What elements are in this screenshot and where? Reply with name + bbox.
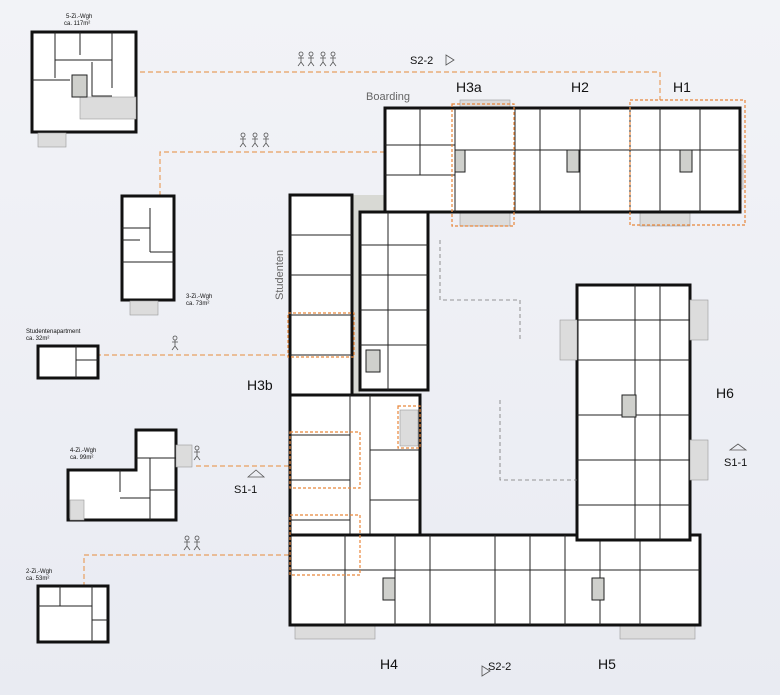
label-h3b: H3b [247, 377, 273, 393]
unit-area-student: ca. 32m² [26, 336, 49, 342]
wing-bottom [288, 514, 702, 640]
label-studenten: Studenten [274, 250, 286, 300]
unit-plan-3zi[interactable] [120, 194, 176, 316]
unit-type-5zi: 5-Zi.-Wgh [66, 14, 92, 20]
unit-plan-2zi[interactable] [36, 584, 110, 644]
section-s2-2-top: S2-2 [410, 55, 433, 67]
unit-plan-5zi[interactable] [30, 30, 138, 148]
label-h1: H1 [673, 79, 691, 95]
unit-area-5zi: ca. 117m² [64, 21, 90, 27]
section-s2-2-bottom: S2-2 [488, 661, 511, 673]
label-boarding: Boarding [366, 91, 410, 103]
unit-type-2zi: 2-Zi.-Wgh [26, 569, 52, 575]
label-h2: H2 [571, 79, 589, 95]
unit-connector-lines [83, 71, 661, 587]
label-h4: H4 [380, 656, 398, 672]
unit-area-3zi: ca. 73m² [186, 301, 209, 307]
section-s1-1-left: S1-1 [234, 484, 257, 496]
person-icons [171, 51, 337, 551]
unit-plan-4zi[interactable] [66, 428, 193, 522]
section-lines [246, 54, 748, 677]
label-h6: H6 [716, 385, 734, 401]
wing-right [559, 283, 709, 542]
section-s1-1-right: S1-1 [724, 457, 747, 469]
unit-area-2zi: ca. 53m² [26, 576, 49, 582]
label-h5: H5 [598, 656, 616, 672]
unit-type-student: Studentenapartment [26, 329, 81, 335]
unit-area-4zi: ca. 99m² [70, 455, 93, 461]
unit-type-3zi: 3-Zi.-Wgh [186, 294, 212, 300]
wing-top [383, 99, 746, 227]
unit-plan-student[interactable] [36, 344, 100, 380]
unit-type-4zi: 4-Zi.-Wgh [70, 448, 96, 454]
label-h3a: H3a [456, 79, 482, 95]
